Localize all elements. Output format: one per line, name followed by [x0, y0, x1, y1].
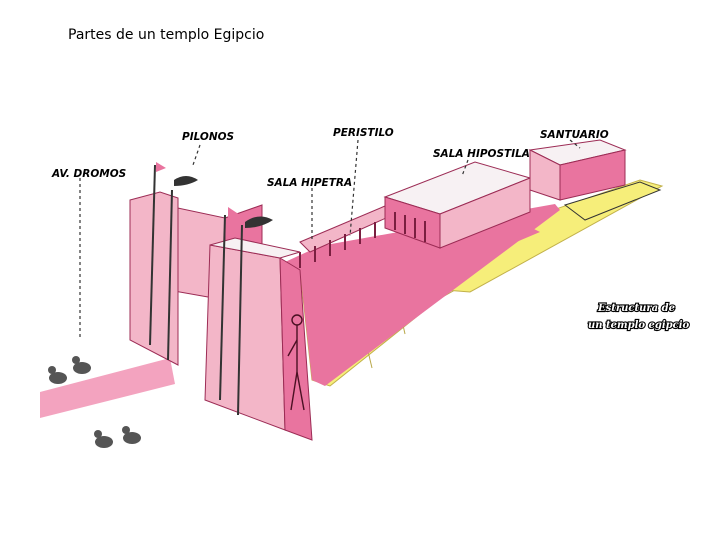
label-pilonos: PILONOS [182, 131, 234, 143]
main-pylon-top [209, 237, 301, 259]
hypostyle-columns [394, 212, 426, 242]
label-santuario: SANTUARIO [540, 129, 609, 141]
main-pylon-front [204, 244, 286, 431]
flags [174, 176, 273, 228]
label-hipetra: SALA HIPETRA [267, 177, 352, 189]
label-peristilo: PERISTILO [333, 127, 394, 139]
leader-peristilo [349, 139, 359, 237]
dromos-path [40, 358, 175, 418]
relief-figure [287, 314, 305, 411]
flag-pennants [156, 162, 240, 221]
leader-hipostila [461, 159, 469, 177]
flagpoles [149, 164, 243, 416]
hypostyle-side [439, 177, 531, 249]
main-pylon-side [279, 257, 313, 441]
caption-line-1: Estructura de [597, 303, 675, 314]
leader-santuario [569, 139, 581, 149]
slide-title: Partes de un templo Egipcio [68, 27, 265, 43]
side-wall [285, 204, 560, 386]
peristyle-columns [299, 222, 376, 268]
sanctuary-front [529, 149, 561, 201]
leader-pilonos [192, 144, 201, 166]
rear-plan [563, 181, 662, 221]
sphinxes [48, 356, 141, 448]
label-dromos: AV. DROMOS [51, 168, 126, 180]
label-hipostila: SALA HIPOSTILA [433, 148, 530, 160]
caption-line-2: un templo egipcio [588, 320, 690, 331]
